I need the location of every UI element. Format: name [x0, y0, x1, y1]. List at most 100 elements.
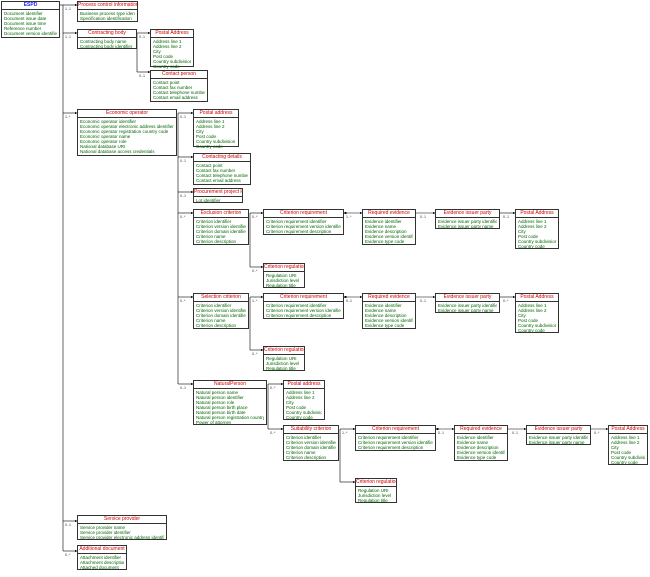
node-attribute: Country subdivision	[196, 139, 236, 144]
node-exclusion-criterion: Exclusion criterion Criterion identifier…	[193, 209, 249, 245]
node-attribute: Criterion requirement version identifier	[358, 440, 433, 445]
node-title: Criterion regulation	[264, 264, 304, 272]
node-attribute: Economic operator identifier	[80, 119, 137, 124]
node-title: Criterion requirement	[264, 294, 343, 302]
node-title: Required evidence	[363, 294, 415, 302]
node-attribute: Contact fax number	[153, 85, 193, 90]
node-title: NaturalPerson	[194, 381, 266, 389]
node-attribute: Criterion requirement version identifier	[266, 308, 341, 313]
cardinality-label: 0..*	[65, 553, 71, 557]
node-attribute: Economic operator electronic address ide…	[80, 124, 174, 129]
node-attribute: Natural person identifier	[196, 395, 244, 400]
node-np-postal-address: Postal address Address line 1 Address li…	[283, 380, 325, 420]
node-cb-postal-address: Postal Address Address line 1 Address li…	[150, 29, 194, 69]
node-title: Process control information	[78, 2, 137, 10]
cardinality-label: 1..*	[346, 215, 352, 219]
node-attribute: Evidence issuer party name	[438, 224, 494, 229]
node-attribute: Economic operator registration country c…	[80, 129, 169, 134]
node-attribute: Jurisdiction level	[266, 361, 300, 366]
node-title: Criterion requirement	[264, 210, 343, 218]
node-attribute: Regulation title	[266, 366, 296, 371]
node-attribute: Specification identification	[80, 16, 132, 21]
node-title: Procurement project lot	[194, 189, 242, 197]
node-attribute: Contracting body identifier	[80, 44, 133, 49]
cardinality-label: 0..1	[420, 215, 426, 219]
node-attribute: Post code	[611, 450, 632, 455]
cardinality-label: 0..1	[503, 215, 509, 219]
node-attribute: Criterion requirement description	[358, 445, 424, 450]
cardinality-label: 0..1	[180, 386, 186, 390]
node-sel-criterion-regulation: Criterion regulation Regulation URI Juri…	[263, 346, 305, 371]
node-attribute: Attachment identifier	[80, 555, 122, 560]
cardinality-label: 1..*	[65, 115, 71, 119]
node-attribute: Address line 2	[611, 440, 640, 445]
node-attribute: Business process type identifier	[80, 11, 135, 16]
node-attribute: Criterion name	[196, 234, 226, 239]
node-attribute: Document version identifier	[4, 31, 57, 36]
cardinality-label: 1..*	[252, 299, 258, 303]
node-suit-postal-address: Postal Address Address line 1 Address li…	[608, 425, 648, 465]
node-attribute: Document issue time	[4, 21, 47, 26]
node-eo-postal-address: Postal address Address line 1 Address li…	[193, 109, 239, 149]
node-attribute: Contact telephone number	[196, 173, 248, 178]
cardinality-label: 0..*	[503, 299, 509, 303]
node-attribute: Post code	[518, 234, 539, 239]
node-title: Service provider	[78, 516, 166, 524]
node-attribute: Criterion domain identifier	[196, 229, 246, 234]
node-attribute: City	[611, 445, 619, 450]
node-attribute: Contact email address	[153, 95, 198, 100]
cardinality-label: 0..1	[180, 159, 186, 163]
node-attribute: Evidence identifier	[365, 303, 402, 308]
node-attribute: Service provider identifier	[80, 530, 131, 535]
node-attribute: Evidence description	[365, 229, 407, 234]
node-title: Postal Address	[516, 294, 558, 302]
node-attribute: Evidence name	[365, 224, 397, 229]
node-attribute: Criterion name	[196, 318, 226, 323]
node-attribute: Evidence type code	[457, 455, 497, 460]
node-attribute: Criterion requirement description	[266, 313, 332, 318]
cardinality-label: 0..*	[270, 431, 276, 435]
node-title: Contracting body	[78, 30, 136, 38]
node-attribute: Contact point	[153, 80, 180, 85]
node-attribute: City	[518, 313, 526, 318]
node-attribute: Criterion requirement description	[266, 229, 332, 234]
node-attribute: Criterion version identifier	[196, 308, 246, 313]
node-title: Required evidence	[363, 210, 415, 218]
cardinality-label: 0..*	[270, 386, 276, 390]
node-title: Postal address	[284, 381, 324, 389]
node-attribute: Post code	[286, 405, 307, 410]
cardinality-label: 0..1	[438, 431, 444, 435]
node-attribute: Country subdivision	[286, 410, 322, 415]
cardinality-label: 0..1	[180, 115, 186, 119]
node-title: Required evidence	[455, 426, 507, 434]
node-attribute: Country code	[286, 415, 313, 420]
node-attribute: Jurisdiction level	[358, 493, 392, 498]
node-attribute: Evidence version identifier	[365, 318, 413, 323]
cardinality-label: 0..*	[594, 431, 600, 435]
node-attribute: Evidence description	[457, 445, 499, 450]
node-title: Evidence issuer party	[436, 294, 499, 302]
node-natural-person: NaturalPerson Natural person name Natura…	[193, 380, 267, 425]
node-attribute: Evidence name	[457, 440, 489, 445]
node-attribute: Evidence type code	[365, 323, 405, 328]
node-title: Evidence issuer party	[436, 210, 499, 218]
node-attribute: Contact point	[196, 163, 223, 168]
node-title: Postal Address	[609, 426, 647, 434]
node-excl-postal-address: Postal Address Address line 1 Address li…	[515, 209, 559, 249]
node-attribute: Lot identifier	[196, 198, 221, 203]
node-attribute: Address line 1	[153, 39, 182, 44]
node-attribute: Post code	[196, 134, 217, 139]
node-title: Postal Address	[516, 210, 558, 218]
node-attribute: Address line 2	[153, 44, 182, 49]
cardinality-label: 1..1	[65, 35, 71, 39]
node-attribute: Address line 2	[286, 395, 315, 400]
node-attribute: National database access credentials	[80, 149, 155, 154]
node-attribute: Criterion requirement version identifier	[266, 224, 341, 229]
node-attribute: Regulation title	[266, 283, 296, 288]
cardinality-label: 0..*	[252, 215, 258, 219]
node-excl-criterion-requirement: Criterion requirement Criterion requirem…	[263, 209, 344, 235]
node-attribute: Criterion domain identifier	[286, 445, 336, 450]
node-attribute: Evidence issuer party identifier	[438, 219, 497, 224]
node-title: Postal Address	[151, 30, 193, 38]
